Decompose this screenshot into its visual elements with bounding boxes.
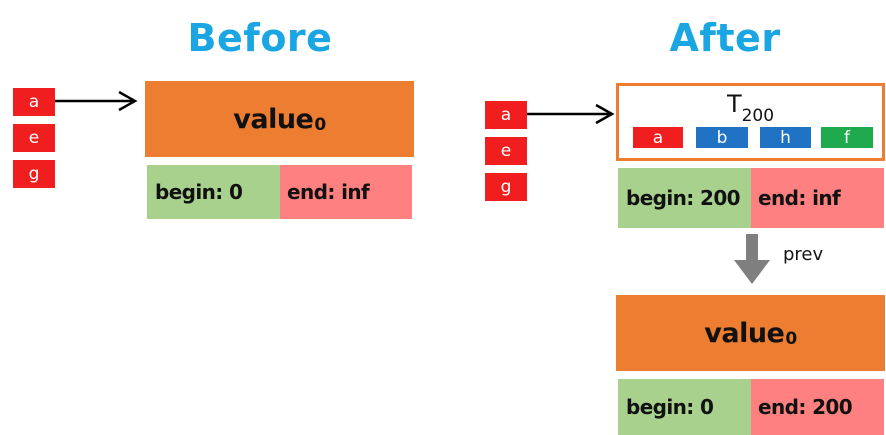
after-txn-chip-b: b: [696, 127, 748, 148]
after-transaction-label: T: [726, 90, 742, 118]
before-end-cell: end: inf: [280, 165, 412, 219]
after-txn-chip-h: h: [760, 127, 811, 148]
before-value-label: value: [233, 103, 314, 135]
before-begin-cell: begin: 0: [147, 165, 280, 219]
prev-arrow: [734, 234, 770, 284]
after-heading: After: [669, 16, 781, 60]
before-key-e: e: [13, 124, 55, 152]
after-transaction-subscript: 200: [741, 105, 775, 126]
after-transaction-box: T200 a b h f: [616, 83, 885, 161]
after-txn-chip-f: f: [821, 127, 873, 148]
before-pointer-arrow: [55, 90, 138, 112]
after-pointer-arrow: [527, 103, 615, 125]
after-transaction-title: T200: [619, 90, 882, 126]
before-key-a: a: [13, 88, 55, 116]
after-begin-cell: begin: 200: [618, 168, 751, 228]
after-end-cell: end: inf: [751, 168, 884, 228]
after-old-begin-cell: begin: 0: [618, 379, 751, 435]
after-old-value-label: value: [704, 317, 785, 349]
before-value-subscript: 0: [314, 115, 326, 135]
after-key-a: a: [485, 101, 527, 129]
prev-label: prev: [783, 244, 824, 265]
after-old-end-cell: end: 200: [751, 379, 884, 435]
after-txn-chip-a: a: [633, 127, 683, 148]
before-key-g: g: [13, 160, 55, 188]
after-key-g: g: [485, 173, 527, 201]
before-heading: Before: [187, 16, 333, 60]
after-old-value-subscript: 0: [785, 329, 797, 349]
after-key-e: e: [485, 137, 527, 165]
